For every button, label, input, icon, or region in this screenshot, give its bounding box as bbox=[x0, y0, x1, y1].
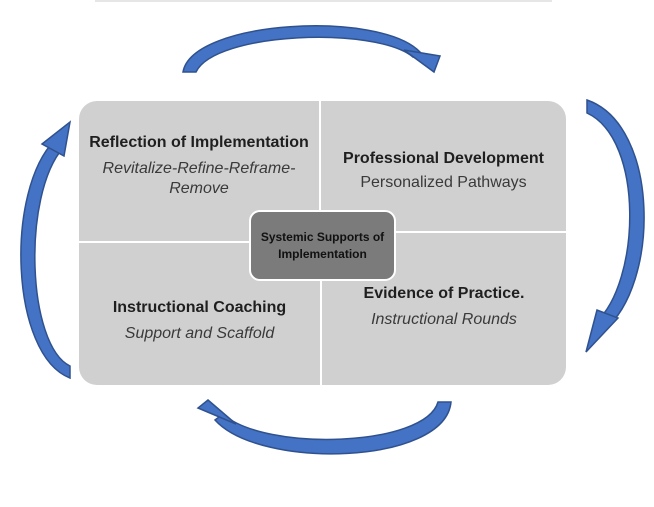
center-label: Systemic Supports of Implementation bbox=[260, 229, 385, 261]
quadrant-title: Instructional Coaching bbox=[112, 299, 287, 316]
right-arrow bbox=[585, 98, 645, 353]
quadrant-reflection: Reflection of Implementation Revitalize-… bbox=[79, 101, 319, 241]
quadrant-title: Evidence of Practice. bbox=[363, 285, 525, 302]
quadrant-subtitle: Revitalize-Refine-Reframe-Remove bbox=[102, 160, 296, 197]
center-hub: Systemic Supports of Implementation bbox=[249, 210, 396, 281]
quadrant-title: Reflection of Implementation bbox=[89, 134, 309, 151]
top-arrow bbox=[182, 25, 442, 74]
left-arrow bbox=[20, 120, 72, 380]
quadrant-professional-development: Professional Development Personalized Pa… bbox=[321, 101, 566, 231]
quadrant-title: Professional Development bbox=[343, 150, 544, 167]
quadrant-subtitle: Instructional Rounds bbox=[371, 311, 517, 328]
top-divider-line bbox=[95, 0, 552, 2]
quadrant-grid: Reflection of Implementation Revitalize-… bbox=[79, 101, 566, 385]
quadrant-subtitle: Personalized Pathways bbox=[360, 174, 527, 191]
quadrant-subtitle: Support and Scaffold bbox=[124, 325, 275, 342]
bottom-arrow bbox=[196, 399, 452, 455]
